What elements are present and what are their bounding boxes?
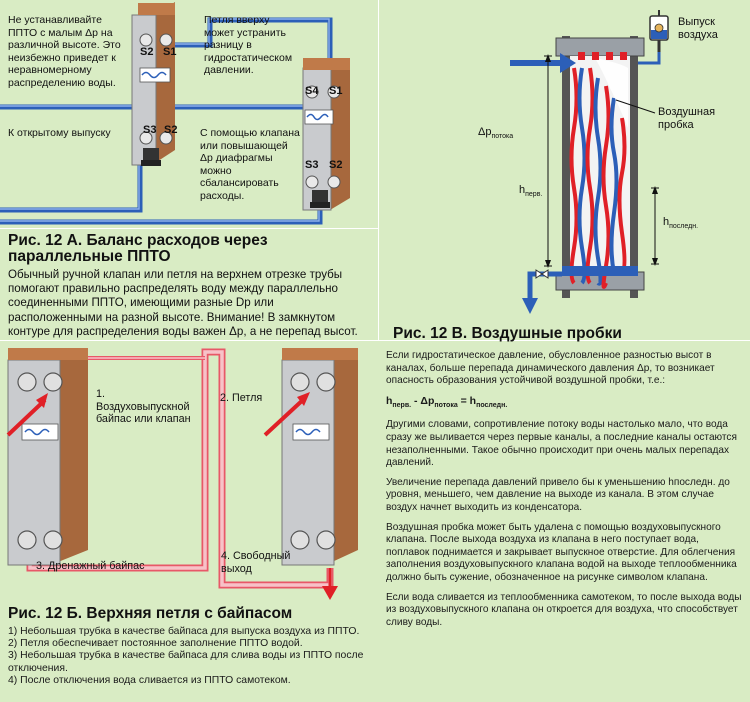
list-item: 4) После отключения вода сливается из ПП…: [8, 675, 373, 687]
fig-v-formula: hперв. - Δpпотока = hпоследн.: [386, 395, 742, 413]
port-s3-unit1: S3: [143, 124, 156, 137]
fig-v-dp-flow-label: Δpпотока: [478, 126, 513, 144]
list-item: 2) Петля обеспечивает постоянное заполне…: [8, 638, 373, 650]
fig-v-paragraph-3: Увеличение перепада давлений привело бы …: [386, 477, 742, 515]
fig-v-title: Рис. 12 В. Воздушные пробки: [393, 326, 622, 342]
dp-symbol: Δp: [478, 126, 491, 138]
fig-v-h-first-label: hперв.: [519, 184, 542, 202]
fig-a-note-valve: С помощью клапана или повышающей Δp диаф…: [200, 127, 300, 202]
fig-v-air-outlet-label: Выпуск воздуха: [678, 16, 738, 41]
phe-unit-2: [303, 58, 350, 210]
h-last-subscript: последн.: [669, 223, 698, 230]
fig-b-title: Рис. 12 Б. Верхняя петля с байпасом: [8, 606, 292, 622]
port-s3-unit2: S3: [305, 159, 318, 172]
fig-v-air-lock-label: Воздушная пробка: [658, 106, 722, 131]
port-s1-unit2: S1: [329, 85, 342, 98]
fig-a-note-unequal-height: Не устанавливайте ППТО с малым Δp на раз…: [8, 14, 130, 89]
fig-b-label-air-bypass: 1. Воздуховыпускной байпас или клапан: [96, 388, 196, 426]
fig-a-note-loop: Петля вверху может устранить разницу в г…: [204, 14, 300, 77]
formula-h1-sub: перв.: [392, 402, 411, 409]
port-s2-unit2: S2: [329, 159, 342, 172]
fig-v-text: Если гидростатическое давление, обусловл…: [386, 350, 742, 636]
fig-a-note-open-outlet: К открытому выпуску: [8, 127, 133, 140]
fig-v-paragraph-2: Другими словами, сопротивление потоку во…: [386, 419, 742, 469]
fig-a-title: Рис. 12 А. Баланс расходов через паралле…: [8, 233, 308, 265]
fig-v-h-last-label: hпоследн.: [663, 216, 698, 234]
fig-b-label-free-outlet: 4. Свободный выход: [221, 550, 291, 575]
divider: [378, 0, 379, 340]
phe-unit-1: [132, 2, 175, 165]
list-item: 3) Небольшая трубка в качестве байпаса д…: [8, 650, 373, 674]
fig-b-label-loop: 2. Петля: [220, 392, 262, 405]
divider: [0, 340, 378, 341]
figure-v-diagram: [470, 8, 750, 320]
phe-right: [265, 348, 358, 565]
list-item: 1) Небольшая трубка в качестве байпаса д…: [8, 626, 373, 638]
formula-dp-sub: потока: [434, 402, 457, 409]
phe-left: [8, 348, 88, 565]
formula-h2-sub: последн.: [476, 402, 507, 409]
fig-v-paragraph-1: Если гидростатическое давление, обусловл…: [386, 350, 742, 388]
fig-v-paragraph-4: Воздушная пробка может быть удалена с по…: [386, 522, 742, 585]
port-s1-unit1: S1: [163, 46, 176, 59]
port-s2-unit1: S2: [140, 46, 153, 59]
fig-a-text: Обычный ручной клапан или петля на верхн…: [8, 268, 368, 339]
h-first-subscript: перв.: [525, 191, 542, 198]
fig-b-list: 1) Небольшая трубка в качестве байпаса д…: [8, 626, 373, 687]
port-s4-unit2: S4: [305, 85, 318, 98]
dp-subscript: потока: [491, 133, 513, 140]
port-s2b-unit1: S2: [164, 124, 177, 137]
divider: [0, 228, 378, 229]
fig-b-label-drain-bypass: 3. Дренажный байпас: [36, 560, 145, 573]
fig-v-paragraph-5: Если вода сливается из теплообменника са…: [386, 592, 742, 630]
formula-minus-dp: - Δp: [411, 395, 434, 407]
air-vent-icon: [650, 10, 668, 52]
formula-eq: = h: [458, 395, 476, 407]
